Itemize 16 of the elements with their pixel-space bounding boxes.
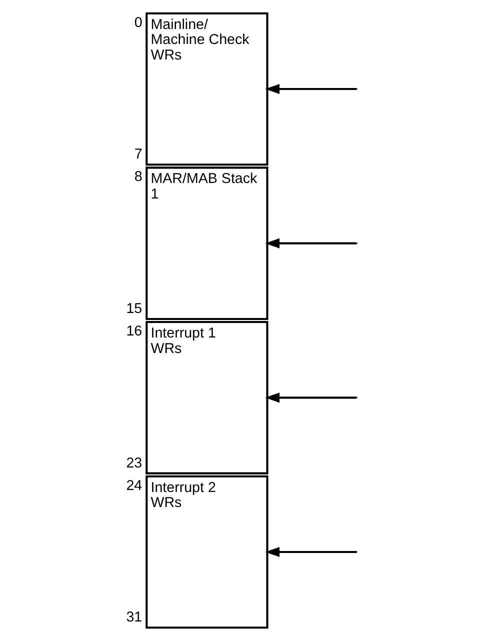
node-label: 15 (126, 301, 142, 318)
arrow (264, 546, 356, 558)
node-label: 23 (126, 455, 142, 472)
node-label: 0 (134, 14, 142, 31)
node-box: Mainline/ Machine Check WRs (145, 12, 268, 166)
arrow (264, 392, 356, 403)
node-label: 7 (134, 146, 142, 163)
node-box: Interrupt 2 WRs (145, 475, 268, 629)
arrow (264, 84, 356, 94)
node-label: 31 (126, 610, 142, 626)
arrow (264, 238, 356, 248)
node-box: MAR/MAB Stack 1 (145, 166, 268, 320)
node-label: 16 (126, 324, 142, 340)
node-box: Interrupt 1 WRs (145, 321, 268, 474)
node-label: 24 (126, 478, 142, 494)
node-label: 8 (134, 169, 142, 186)
